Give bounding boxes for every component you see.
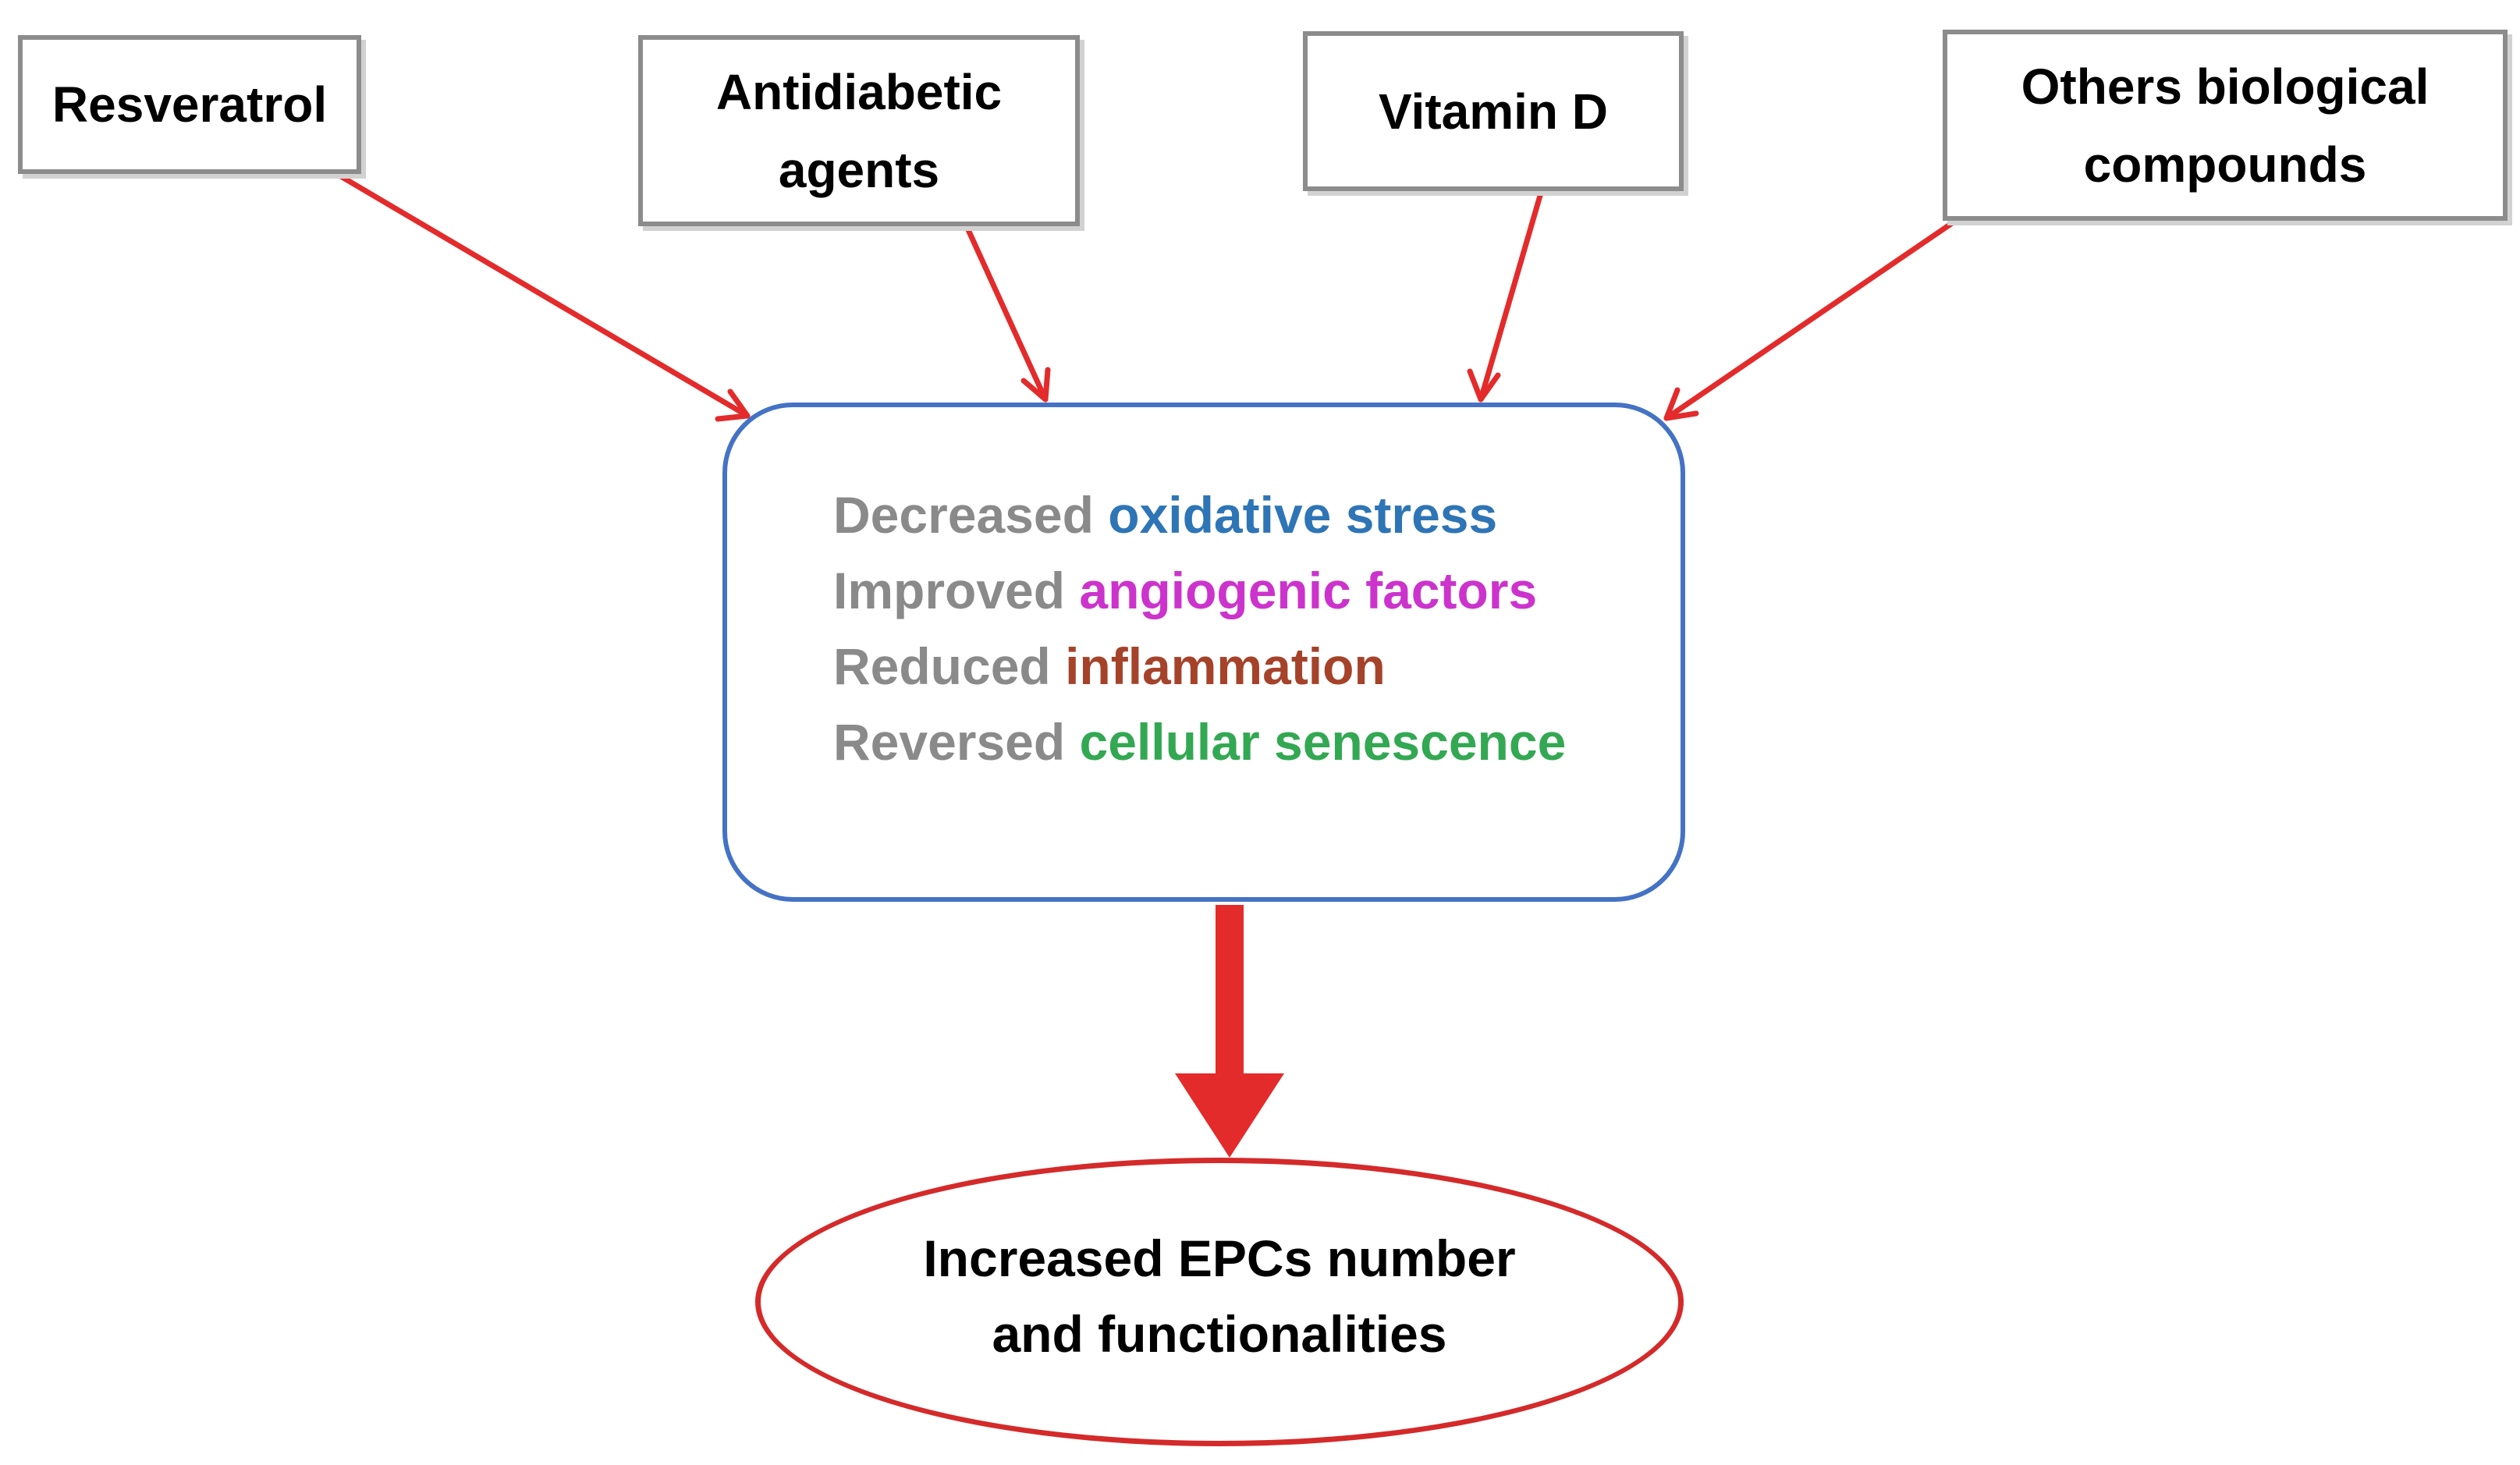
arrowhead-icon bbox=[715, 388, 751, 422]
main-arrow-shaft bbox=[1216, 905, 1244, 1087]
effect-item: Improved angiogenic factors bbox=[833, 553, 1566, 629]
effect-item: Decreased oxidative stress bbox=[833, 477, 1566, 553]
effects-list: Decreased oxidative stress Improved angi… bbox=[833, 477, 1566, 780]
outcome-label: Increased EPCs number and functionalitie… bbox=[923, 1229, 1516, 1363]
source-label: Vitamin D bbox=[1379, 83, 1608, 140]
effect-term: oxidative stress bbox=[1108, 486, 1498, 544]
source-label: Antidiabetic agents bbox=[715, 63, 1003, 198]
source-box-resveratrol: Resveratrol bbox=[18, 35, 361, 174]
effect-prefix: Improved bbox=[833, 562, 1080, 619]
source-label: Others biological compounds bbox=[2021, 58, 2429, 193]
outcome-ellipse: Increased EPCs number and functionalitie… bbox=[755, 1158, 1684, 1446]
arrow-resveratrol-to-effects bbox=[332, 170, 751, 419]
source-box-antidiabetic-agents: Antidiabetic agents bbox=[638, 35, 1080, 226]
effect-item: Reduced inflammation bbox=[833, 629, 1566, 704]
arrow-vitamind-to-effects bbox=[1478, 187, 1545, 403]
arrow-antidiabetic-to-effects bbox=[963, 222, 1049, 403]
arrow-others-to-effects bbox=[1663, 217, 1960, 421]
source-box-vitamin-d: Vitamin D bbox=[1303, 31, 1684, 191]
effect-term: cellular senescence bbox=[1079, 713, 1567, 771]
arrowhead-icon bbox=[1467, 368, 1501, 403]
source-box-other-compounds: Others biological compounds bbox=[1943, 30, 2508, 221]
main-arrowhead-icon bbox=[1175, 1073, 1284, 1158]
arrowhead-icon bbox=[1663, 387, 1699, 421]
effect-prefix: Reduced bbox=[833, 637, 1066, 695]
effect-term: inflammation bbox=[1065, 637, 1386, 695]
effect-prefix: Decreased bbox=[833, 486, 1109, 544]
effect-term: angiogenic factors bbox=[1079, 562, 1538, 619]
effects-box: Decreased oxidative stress Improved angi… bbox=[722, 403, 1685, 902]
source-label: Resveratrol bbox=[51, 76, 328, 133]
effect-prefix: Reversed bbox=[833, 713, 1080, 771]
arrowhead-icon bbox=[1020, 367, 1051, 403]
effect-item: Reversed cellular senescence bbox=[833, 704, 1566, 780]
